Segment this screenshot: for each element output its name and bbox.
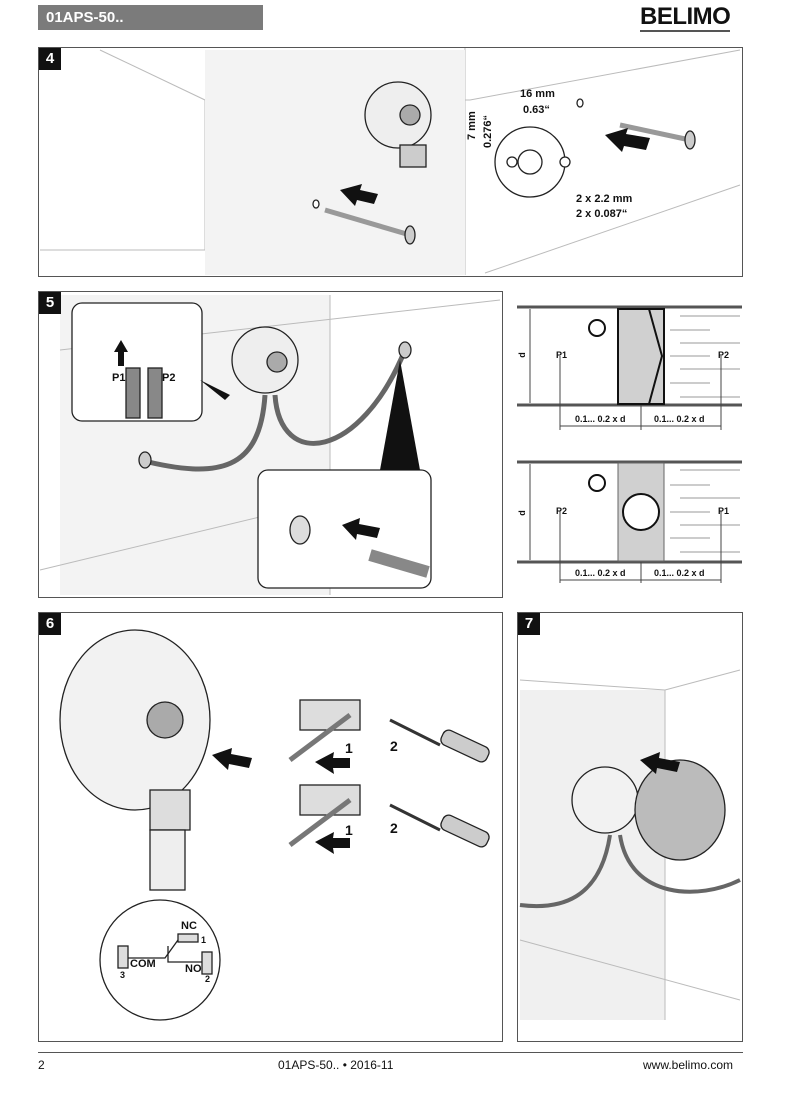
footer-url[interactable]: www.belimo.com <box>643 1058 734 1072</box>
step-4-panel: 4 <box>38 47 743 277</box>
distance-label: 0.1... 0.2 x d <box>575 414 626 424</box>
distance-label: 0.1... 0.2 x d <box>654 414 705 424</box>
page-number: 2 <box>38 1058 45 1072</box>
terminal-1-label: 1 <box>201 935 207 945</box>
port-label: P2 <box>718 350 730 360</box>
footer-doc: 01APS-50.. • 2016-11 <box>278 1058 394 1072</box>
step-5-panel: 5 <box>38 291 503 598</box>
port-label: P1 <box>718 506 730 516</box>
callout-1: 1 <box>345 740 353 756</box>
step-number: 4 <box>39 48 61 70</box>
belimo-logo: BELIMO <box>640 3 731 32</box>
distance-label: 0.1... 0.2 x d <box>654 568 705 578</box>
step-6-panel: 6 <box>38 612 503 1042</box>
step-number: 6 <box>39 613 61 635</box>
inset-label-p2: P2 <box>162 372 176 384</box>
width-mm: 16 mm <box>520 88 555 100</box>
step-number: 5 <box>39 292 61 314</box>
callout-2: 2 <box>390 820 398 836</box>
terminal-nc-label: NC <box>181 920 197 932</box>
inset-label-p1: P1 <box>112 372 126 384</box>
step-number: 7 <box>518 613 540 635</box>
footer-divider <box>38 1052 743 1053</box>
width-in: 0.63“ <box>523 104 550 116</box>
port-label: P1 <box>556 350 568 360</box>
height-in: 0.276“ <box>482 114 494 148</box>
hole-in: 2 x 0.087“ <box>576 208 628 220</box>
terminal-3-label: 3 <box>120 970 126 980</box>
duct-height-label: d <box>516 510 527 516</box>
callout-1: 1 <box>345 822 353 838</box>
document-title: 01APS-50.. <box>38 5 263 30</box>
step-7-panel: 7 <box>517 612 743 1042</box>
callout-2: 2 <box>390 738 398 754</box>
distance-label: 0.1... 0.2 x d <box>575 568 626 578</box>
height-mm: 7 mm <box>466 111 478 140</box>
terminal-com-label: COM <box>130 958 156 970</box>
duct-height-label: d <box>516 352 527 358</box>
hole-mm: 2 x 2.2 mm <box>576 193 633 205</box>
port-label: P2 <box>556 506 568 516</box>
terminal-2-label: 2 <box>205 974 211 984</box>
terminal-no-label: NO <box>185 963 202 975</box>
